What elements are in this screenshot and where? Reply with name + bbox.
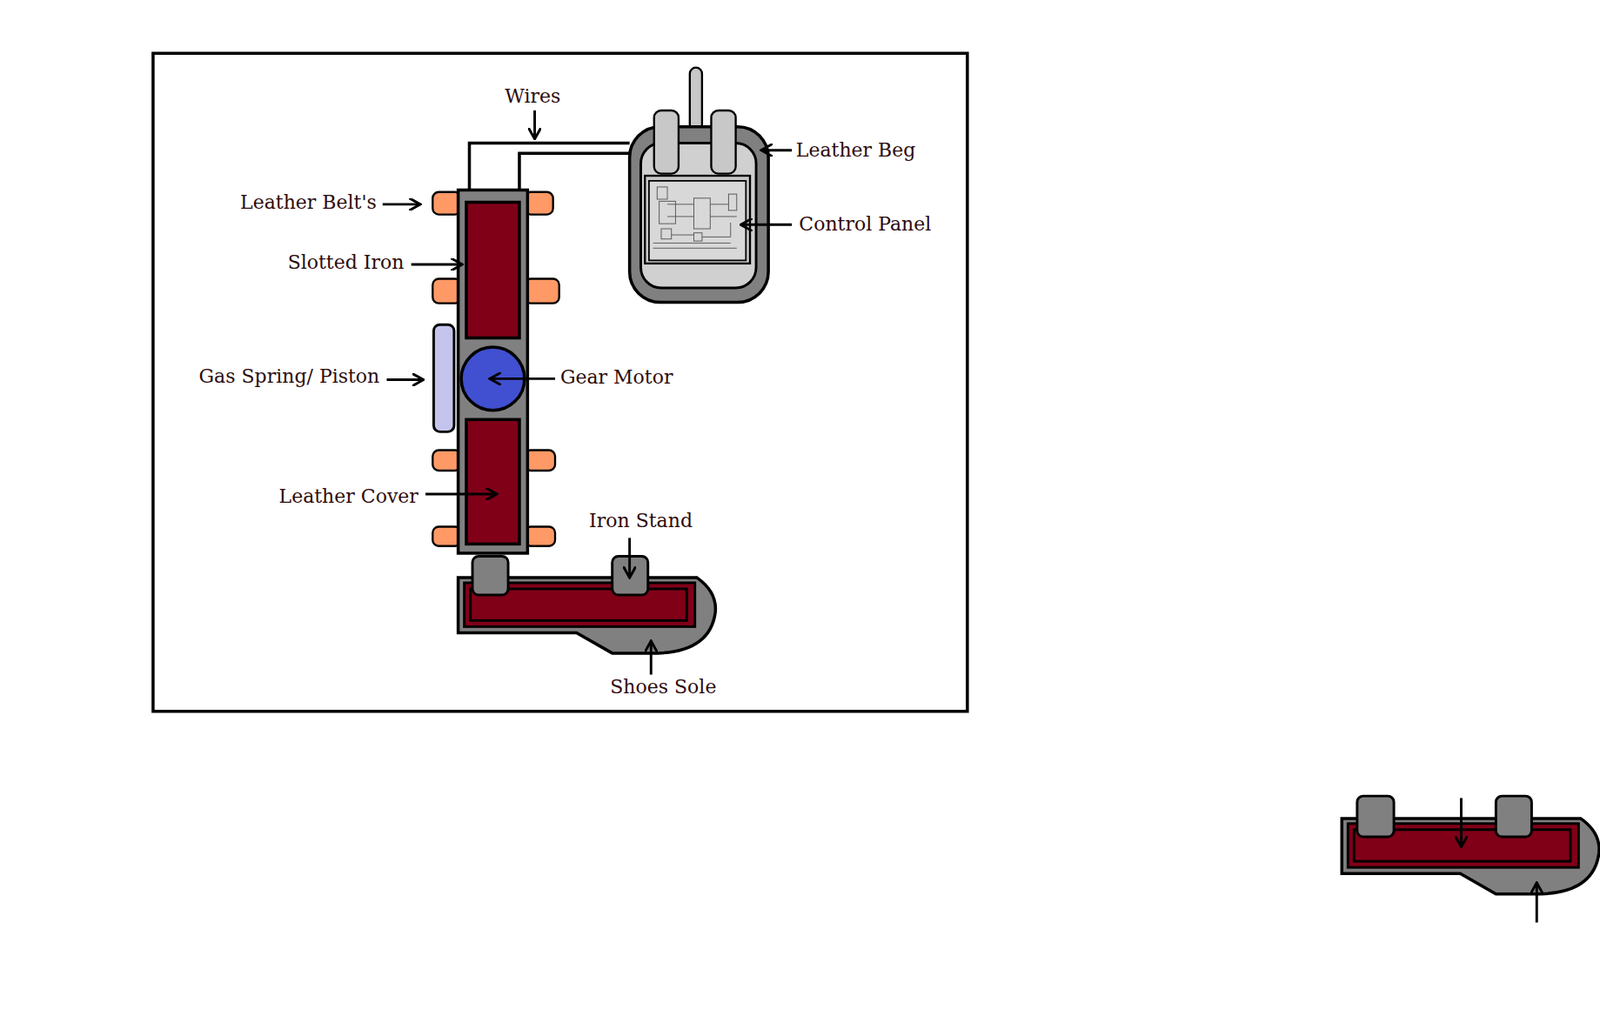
part-label: Shoes Sole: [609, 676, 717, 699]
part-label: Gear Motor: [560, 366, 674, 389]
part-label: Wires: [504, 85, 561, 108]
part-label: Leather Cover: [279, 485, 419, 509]
part-label: Slotted Iron: [287, 251, 405, 275]
part-label: Iron Stand: [589, 509, 693, 533]
part-label: Leather Belt's: [240, 191, 377, 215]
part-label: Control Panel: [798, 213, 931, 236]
part-label: Gas Spring/ Piston: [199, 365, 381, 389]
part-label: Leather Beg: [796, 139, 917, 162]
